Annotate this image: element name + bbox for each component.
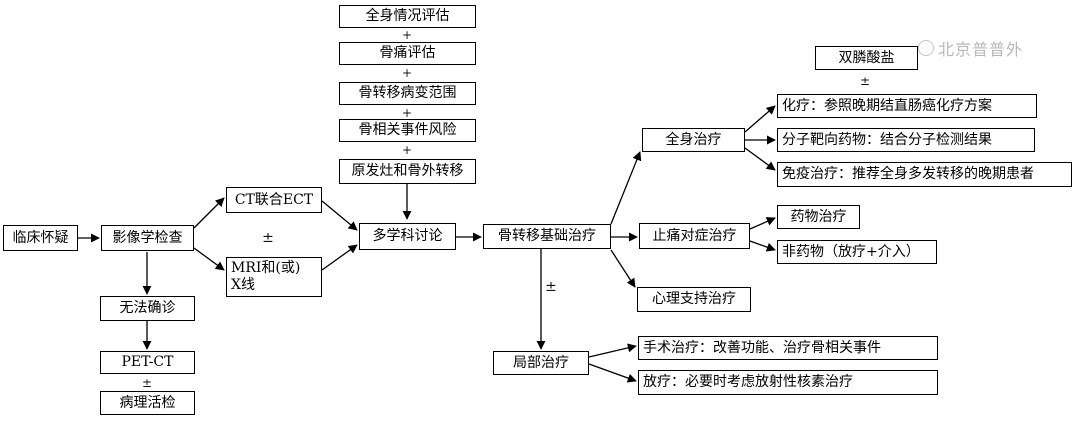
arrow-local-to-radio (588, 363, 637, 383)
arrow-systemic-to-chemo (744, 105, 776, 133)
node-targeted: 分子靶向药物：结合分子检测结果 (777, 128, 1035, 152)
plusminus-pet-biopsy: ± (141, 376, 153, 390)
plus-3: + (401, 106, 413, 120)
node-local-treatment: 局部治疗 (493, 351, 589, 375)
arrow-ctect-to-mdt (321, 200, 358, 231)
node-undiagnosed: 无法确诊 (100, 296, 195, 321)
arrow-local-to-surgery (588, 343, 637, 358)
node-mri-line2: X线 (231, 277, 255, 293)
node-lesion-extent: 骨转移病变范围 (339, 82, 476, 105)
node-bisphosphonate: 双膦酸盐 (815, 46, 918, 70)
arrow-analgesic-to-nondrug (749, 240, 776, 252)
node-chemo: 化疗：参照晚期结直肠癌化疗方案 (777, 94, 1037, 118)
plusminus-ct-mri: ± (262, 230, 274, 246)
watermark: 北京普普外 (918, 36, 1023, 60)
plus-1: + (401, 28, 413, 42)
plusminus-bisphosphonate: ± (859, 74, 871, 88)
arrow-systemic-to-immuno (744, 147, 776, 171)
plus-4: + (401, 143, 413, 157)
node-surgery: 手术治疗：改善功能、治疗骨相关事件 (638, 336, 938, 360)
watermark-text: 北京普普外 (938, 40, 1024, 59)
node-basic-treatment: 骨转移基础治疗 (483, 224, 611, 249)
node-mdt: 多学科讨论 (359, 223, 456, 250)
node-non-drug: 非药物（放疗+介入） (777, 240, 937, 264)
node-psych-support: 心理支持治疗 (637, 287, 751, 312)
node-systemic-treatment: 全身治疗 (642, 128, 745, 152)
node-radiotherapy: 放疗：必要时考虑放射性核素治疗 (638, 370, 938, 395)
node-clinical-suspicion: 临床怀疑 (3, 225, 78, 251)
plus-2: + (401, 66, 413, 80)
node-sre-risk: 骨相关事件风险 (339, 119, 476, 142)
node-mri-line1: MRI和(或) (231, 260, 301, 277)
node-pet-ct: PET-CT (100, 351, 195, 374)
node-mri-xray: MRI和(或) X线 (226, 257, 322, 297)
node-imaging-exam: 影像学检查 (101, 225, 194, 251)
node-overall-assessment: 全身情况评估 (339, 5, 476, 28)
watermark-logo-icon (918, 40, 934, 56)
arrow-imaging-to-ctect (193, 197, 225, 229)
node-immuno: 免疫治疗：推荐全身多发转移的晚期患者 (777, 162, 1072, 187)
node-analgesic-treatment: 止痛对症治疗 (639, 223, 750, 249)
arrow-basic-to-psych (610, 249, 636, 288)
arrow-analgesic-to-drug (749, 217, 776, 230)
arrow-imaging-to-mri (193, 247, 225, 271)
node-primary-extraosseous: 原发灶和骨外转移 (339, 159, 476, 184)
node-bone-pain-assessment: 骨痛评估 (339, 42, 476, 65)
arrow-basic-to-systemic (610, 151, 642, 225)
arrow-mri-to-mdt (321, 244, 358, 271)
node-ct-ect: CT联合ECT (226, 187, 322, 213)
plusminus-basic-local: ± (545, 279, 557, 295)
node-drug-therapy: 药物治疗 (777, 205, 860, 229)
node-biopsy: 病理活检 (100, 391, 195, 415)
